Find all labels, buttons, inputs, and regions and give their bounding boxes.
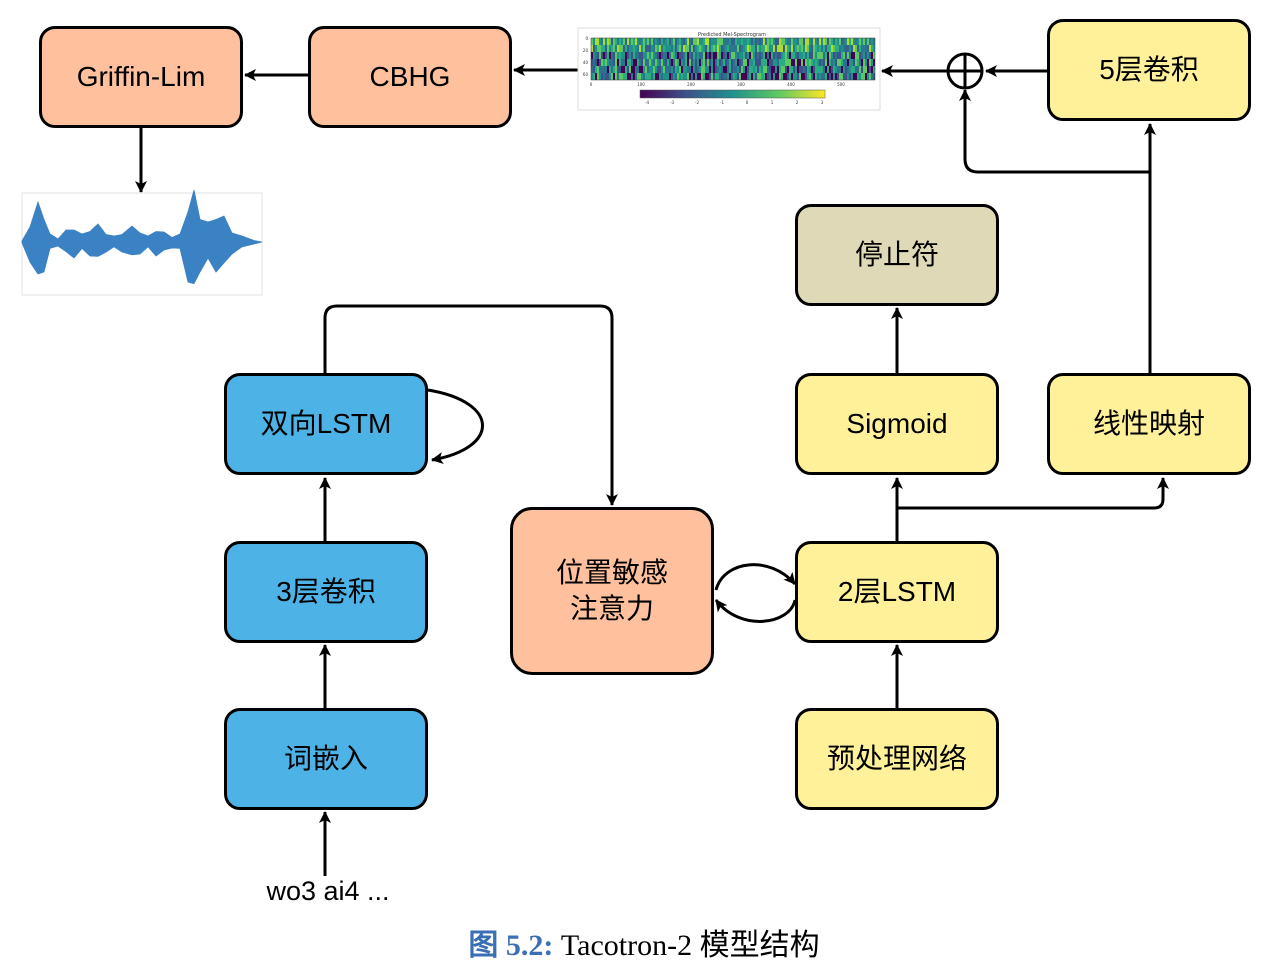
edge-lstm2-attention bbox=[714, 599, 797, 623]
colorbar-tick: -2 bbox=[695, 100, 699, 105]
spectrogram-x-tick: 300 bbox=[737, 82, 745, 87]
prenet-label: 预处理网络 bbox=[826, 743, 967, 774]
lstm2-label: 2层LSTM bbox=[837, 576, 957, 607]
attention-label: 位置敏感 注意力 bbox=[555, 557, 668, 624]
spectrogram-y-tick: 40 bbox=[583, 60, 589, 65]
colorbar-tick: 2 bbox=[796, 100, 799, 105]
spectrogram-y-tick: 60 bbox=[583, 72, 589, 77]
prenet-box: 预处理网络 bbox=[795, 708, 999, 810]
stop-token-box: 停止符 bbox=[795, 204, 999, 306]
spectrogram-x-tick: 400 bbox=[787, 82, 795, 87]
edge-linear-sum bbox=[959, 89, 1150, 174]
spectrogram-y-tick: 20 bbox=[583, 48, 589, 53]
cbhg-label: CBHG bbox=[369, 61, 451, 92]
colorbar-tick: -3 bbox=[670, 100, 674, 105]
conv3-label: 3层卷积 bbox=[276, 576, 376, 607]
edge-attention-lstm2 bbox=[714, 563, 797, 591]
sigmoid-label: Sigmoid bbox=[846, 408, 948, 439]
bilstm-box: 双向LSTM bbox=[224, 373, 428, 475]
conv5-label: 5层卷积 bbox=[1099, 54, 1199, 85]
colorbar-tick: -1 bbox=[720, 100, 724, 105]
cbhg-box: CBHG bbox=[308, 26, 512, 128]
embedding-label: 词嵌入 bbox=[283, 743, 368, 774]
edge-bilstm-self-loop bbox=[427, 388, 484, 464]
sigmoid-box: Sigmoid bbox=[795, 373, 999, 475]
spectrogram-x-tick: 200 bbox=[687, 82, 695, 87]
edge-bilstm-attention bbox=[323, 304, 618, 506]
linear-projection-box: 线性映射 bbox=[1047, 373, 1251, 475]
edge-lstm2-linear bbox=[897, 477, 1169, 510]
figure-caption: 图 5.2: Tacotron-2 模型结构 bbox=[0, 920, 1288, 964]
spectrogram-y-tick: 0 bbox=[585, 36, 588, 41]
spectrogram-x-tick: 500 bbox=[837, 82, 845, 87]
stop-token-label: 停止符 bbox=[854, 239, 939, 270]
colorbar-tick: 0 bbox=[746, 100, 749, 105]
colorbar-tick: -4 bbox=[645, 100, 649, 105]
input-text: wo3 ai4 ... bbox=[266, 876, 390, 906]
conv3-box: 3层卷积 bbox=[224, 541, 428, 643]
conv5-box: 5层卷积 bbox=[1047, 19, 1251, 121]
colorbar-tick: 3 bbox=[821, 100, 824, 105]
embedding-box: 词嵌入 bbox=[224, 708, 428, 810]
colorbar-tick: 1 bbox=[771, 100, 774, 105]
caption-text: Tacotron-2 模型结构 bbox=[560, 929, 820, 962]
linear-projection-label: 线性映射 bbox=[1092, 408, 1205, 439]
lstm2-box: 2层LSTM bbox=[795, 541, 999, 643]
waveform-image bbox=[21, 189, 263, 296]
griffin-lim-label: Griffin-Lim bbox=[76, 61, 206, 92]
spectrogram-x-tick: 0 bbox=[590, 82, 593, 87]
caption-label: 图 5.2: bbox=[468, 929, 554, 962]
spectrogram-title: Predicted Mel-Spectrogram bbox=[698, 32, 766, 38]
bilstm-label: 双向LSTM bbox=[260, 408, 392, 439]
spectrogram-x-tick: 100 bbox=[637, 82, 645, 87]
attention-box: 位置敏感 注意力 bbox=[510, 507, 714, 675]
sum-node bbox=[946, 52, 984, 90]
griffin-lim-box: Griffin-Lim bbox=[39, 26, 243, 128]
